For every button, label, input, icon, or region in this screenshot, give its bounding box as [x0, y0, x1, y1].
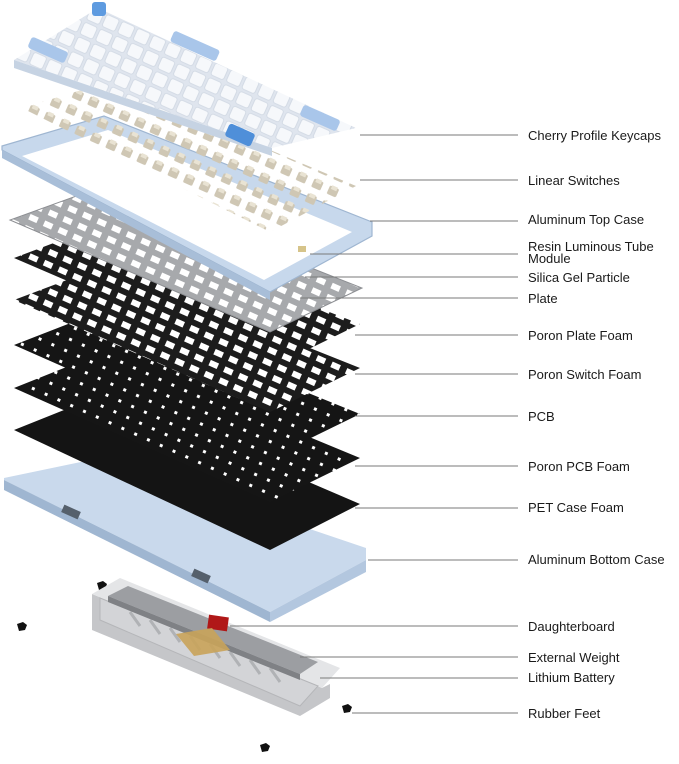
- label-resin-luminous-tube-line1: Resin Luminous Tube: [528, 239, 654, 254]
- plate: [8, 185, 364, 333]
- poron-switch-foam: [14, 266, 360, 412]
- label-aluminum-top-case: Aluminum Top Case: [528, 212, 645, 227]
- rubber-foot: [17, 622, 27, 631]
- leader-lines: [230, 134, 518, 714]
- label-poron-switch-foam: Poron Switch Foam: [528, 367, 642, 382]
- cherry-profile-keycaps: [14, 2, 356, 156]
- label-plate: Plate: [528, 291, 558, 306]
- label-poron-plate-foam: Poron Plate Foam: [528, 328, 633, 343]
- linear-switches: [22, 82, 356, 232]
- daughterboard: [176, 614, 230, 656]
- pet-case-foam: [14, 394, 360, 550]
- label-external-weight: External Weight: [528, 650, 620, 665]
- label-lithium-battery: Lithium Battery: [528, 670, 615, 685]
- rubber-feet-group: [17, 581, 352, 752]
- pcb: [14, 310, 360, 458]
- label-linear-switches: Linear Switches: [528, 173, 620, 188]
- label-daughterboard: Daughterboard: [528, 619, 615, 634]
- poron-pcb-foam: [14, 352, 360, 502]
- aluminum-top-case: [1, 115, 373, 300]
- label-cherry-profile-keycaps: Cherry Profile Keycaps: [528, 128, 661, 143]
- label-resin-luminous-tube-line2: Module: [528, 251, 571, 266]
- resin-luminous-tube: [298, 246, 306, 252]
- rubber-foot: [342, 704, 352, 713]
- rubber-foot: [260, 743, 270, 752]
- label-poron-pcb-foam: Poron PCB Foam: [528, 459, 630, 474]
- label-aluminum-bottom-case: Aluminum Bottom Case: [528, 552, 665, 567]
- label-silica-gel-particle: Silica Gel Particle: [528, 270, 630, 285]
- label-pcb: PCB: [528, 409, 555, 424]
- label-rubber-feet: Rubber Feet: [528, 706, 601, 721]
- aluminum-bottom-case: [4, 458, 366, 622]
- label-pet-case-foam: PET Case Foam: [528, 500, 624, 515]
